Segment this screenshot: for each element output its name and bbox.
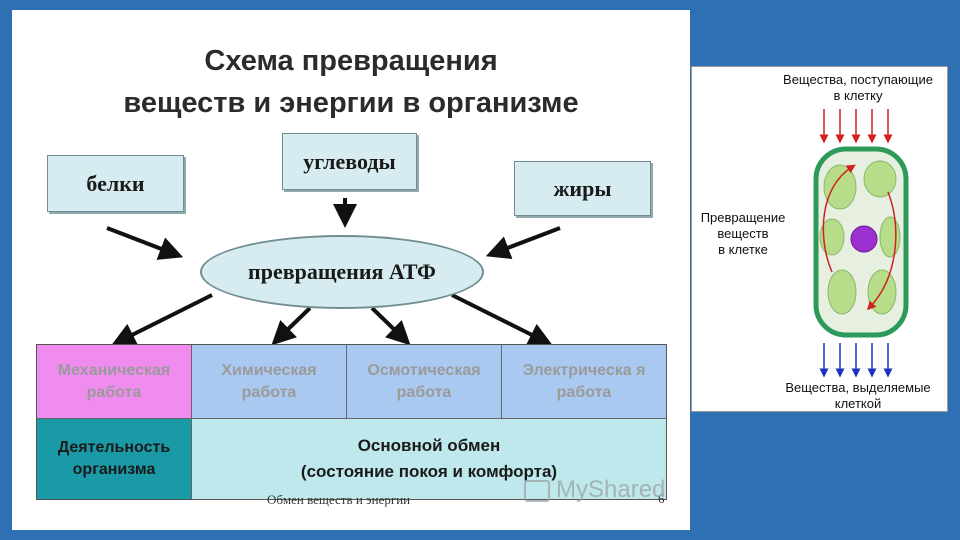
cell-osmotic: Осмотическая работа (347, 345, 502, 419)
carbs-box: углеводы (282, 133, 417, 190)
cell-diagram-panel: Вещества, поступающие в клетку Превращен… (691, 66, 948, 412)
incoming-arrows (819, 109, 893, 144)
arrow-atp-to-osmotic (370, 306, 411, 346)
plant-cell-drawing (813, 109, 909, 378)
page-number: 6 (658, 491, 665, 506)
title-line-2: веществ и энергии в организме (123, 87, 579, 119)
arrow-atp-to-chemical (271, 306, 312, 346)
watermark-text: MyShared (556, 476, 666, 503)
cell-organism-activity: Деятельность организма (37, 419, 192, 499)
excreted-line-2: клеткой (834, 396, 882, 411)
carbs-label: углеводы (303, 148, 396, 174)
basal-metabolism-title: Основной обмен (357, 436, 501, 455)
page-title: Схема превращения веществ и энергии в ор… (12, 40, 690, 124)
nucleus (850, 225, 878, 253)
incoming-line-1: Вещества, поступающие (783, 72, 933, 87)
outgoing-arrows (819, 343, 893, 378)
proteins-box: белки (47, 155, 184, 212)
slide-caption: Обмен веществ и энергии (267, 492, 411, 507)
cell-basal-metabolism: Основной обмен (состояние покоя и комфор… (192, 419, 666, 499)
work-table: Механическая работа Химическая работа Ос… (36, 344, 667, 500)
atp-label: превращения АТФ (248, 259, 436, 284)
fats-box: жиры (514, 161, 651, 216)
arrow-fats-to-atp (485, 226, 561, 259)
flow-arrows (106, 198, 561, 346)
watermark-logo-icon (524, 479, 550, 502)
atp-ellipse: превращения АТФ (200, 235, 484, 309)
watermark: MyShared (524, 476, 665, 504)
basal-metabolism-note: (состояние покоя и комфорта) (300, 462, 558, 481)
cell-chemical: Химическая работа (192, 345, 347, 419)
cytoplasm-flow-left (822, 164, 856, 273)
arrow-atp-to-electric (451, 293, 553, 346)
cytoplasm-flow-right (866, 191, 897, 311)
excreted-line-1: Вещества, выделяемые (785, 380, 931, 395)
fats-label: жиры (553, 175, 612, 201)
incoming-substances-label: Вещества, поступающие в клетку (770, 72, 946, 104)
main-slide: Схема превращения веществ и энергии в ор… (12, 10, 690, 530)
arrow-atp-to-mechanical (111, 293, 213, 346)
cell-mechanical: Механическая работа (37, 345, 192, 419)
transformation-line-1: Превращение (700, 210, 786, 225)
cell-electric: Электрическа я работа (502, 345, 666, 419)
transformation-label: Превращение веществ в клетке (694, 210, 792, 258)
title-line-1: Схема превращения (204, 45, 498, 77)
transformation-line-2: веществ (717, 226, 769, 241)
arrow-proteins-to-atp (106, 226, 184, 260)
transformation-line-3: в клетке (718, 242, 768, 257)
incoming-line-2: в клетку (833, 88, 883, 103)
proteins-label: белки (86, 170, 145, 196)
excreted-substances-label: Вещества, выделяемые клеткой (770, 380, 946, 412)
